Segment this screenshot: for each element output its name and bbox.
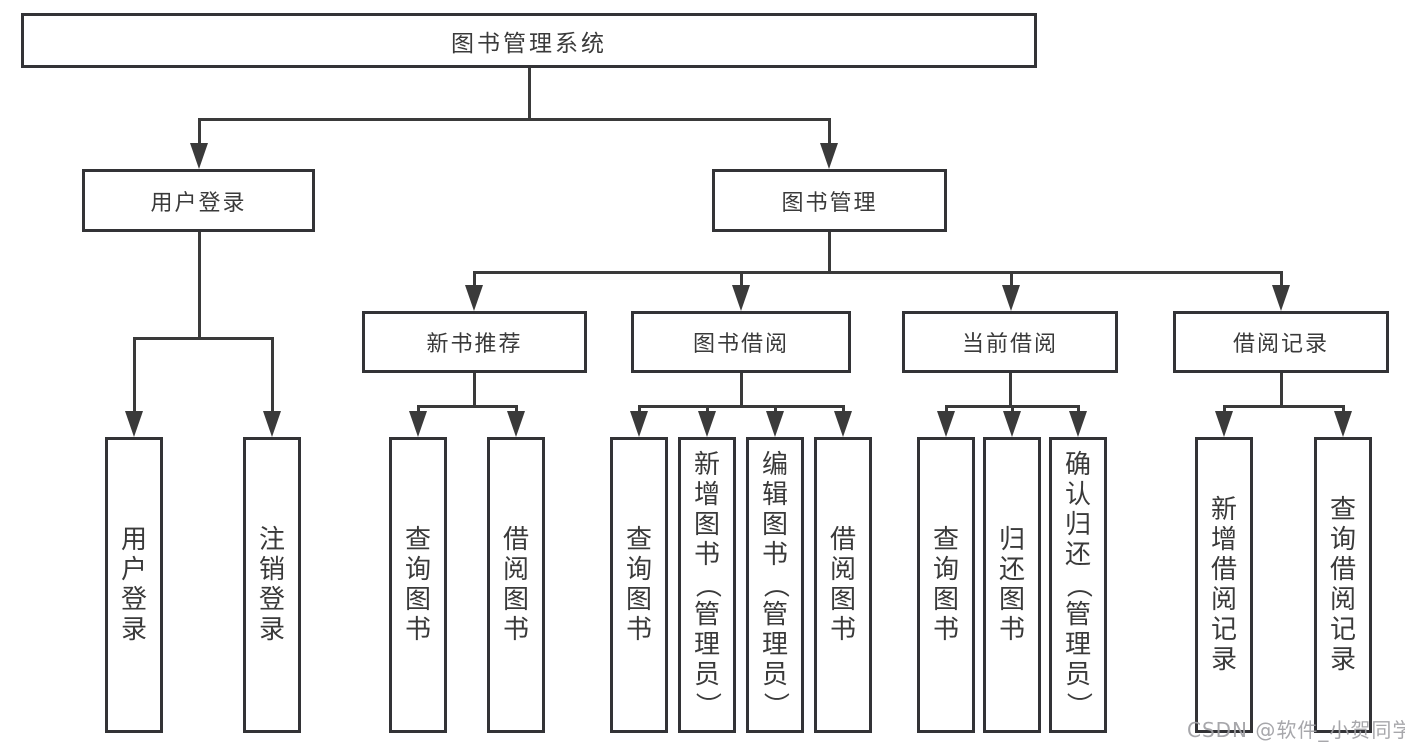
arrow-down-icon	[1002, 285, 1020, 311]
arrow-down-icon	[1334, 411, 1352, 437]
node-library-management-system: 图书管理系统	[21, 13, 1037, 68]
leaf-query-borrow-record: 查询借阅记录	[1314, 437, 1372, 733]
connector-line	[472, 373, 476, 405]
node-label: 查询图书	[932, 525, 959, 645]
leaf-edit-books-admin: 编辑图书（管理员）	[746, 437, 804, 733]
node-label: 图书借阅	[692, 332, 789, 357]
node-label: 查询借阅记录	[1329, 495, 1356, 675]
arrow-down-icon	[507, 411, 525, 437]
connector-line	[827, 118, 831, 146]
connector-line	[1222, 405, 1226, 415]
arrow-down-icon	[630, 411, 648, 437]
arrow-down-icon	[125, 411, 143, 437]
arrow-down-icon	[698, 411, 716, 437]
node-label: 当前借阅	[961, 332, 1058, 357]
node-label: 借阅记录	[1232, 332, 1329, 357]
node-label: 注销登录	[258, 525, 285, 645]
connector-line	[514, 405, 518, 415]
connector-line	[1008, 373, 1012, 405]
node-book-borrowing: 图书借阅	[631, 311, 851, 373]
leaf-add-books-admin: 新增图书（管理员）	[678, 437, 736, 733]
node-label: 查询图书	[404, 525, 431, 645]
connector-line	[1076, 405, 1080, 415]
node-label: 图书管理系统	[451, 30, 607, 57]
connector-line	[527, 68, 531, 118]
connector-line	[197, 118, 831, 121]
connector-line	[637, 405, 845, 408]
arrow-down-icon	[937, 411, 955, 437]
node-label: 借阅图书	[829, 525, 856, 645]
connector-line	[637, 405, 641, 415]
node-label: 新增借阅记录	[1210, 495, 1237, 675]
node-book-management: 图书管理	[712, 169, 947, 232]
connector-line	[827, 232, 831, 271]
leaf-user-login: 用户登录	[105, 437, 163, 733]
arrow-down-icon	[465, 285, 483, 311]
arrow-down-icon	[409, 411, 427, 437]
leaf-query-books-borrowing: 查询图书	[610, 437, 668, 733]
connector-line	[416, 405, 420, 415]
connector-line	[739, 373, 743, 405]
connector-line	[1010, 405, 1014, 415]
leaf-confirm-return-admin: 确认归还（管理员）	[1049, 437, 1107, 733]
node-label: 归还图书	[998, 525, 1025, 645]
connector-line	[1222, 405, 1345, 408]
arrow-down-icon	[732, 285, 750, 311]
node-label: 用户登录	[120, 525, 147, 645]
arrow-down-icon	[1272, 285, 1290, 311]
connector-line	[472, 271, 476, 287]
node-user-login: 用户登录	[82, 169, 315, 232]
node-label: 确认归还（管理员）	[1063, 450, 1093, 718]
arrow-down-icon	[1215, 411, 1233, 437]
connector-line	[270, 337, 274, 413]
node-new-book-recommendation: 新书推荐	[362, 311, 587, 373]
node-label: 借阅图书	[502, 525, 529, 645]
node-borrowing-records: 借阅记录	[1173, 311, 1389, 373]
leaf-borrow-books-borrowing: 借阅图书	[814, 437, 872, 733]
leaf-logout: 注销登录	[243, 437, 301, 733]
connector-line	[416, 405, 518, 408]
connector-line	[197, 232, 201, 337]
leaf-query-books-recommend: 查询图书	[389, 437, 447, 733]
leaf-query-books-current: 查询图书	[917, 437, 975, 733]
node-label: 图书管理	[781, 190, 878, 216]
arrow-down-icon	[190, 143, 208, 169]
arrow-down-icon	[263, 411, 281, 437]
arrow-down-icon	[834, 411, 852, 437]
connector-line	[472, 271, 1283, 274]
connector-line	[197, 118, 201, 146]
node-label: 编辑图书（管理员）	[760, 450, 790, 718]
arrow-down-icon	[766, 411, 784, 437]
node-label: 用户登录	[150, 190, 247, 216]
node-label: 查询图书	[625, 525, 652, 645]
connector-line	[1009, 271, 1013, 287]
connector-line	[841, 405, 845, 415]
connector-line	[132, 337, 136, 413]
leaf-add-borrow-record: 新增借阅记录	[1195, 437, 1253, 733]
connector-line	[705, 405, 709, 415]
connector-line	[739, 271, 743, 287]
watermark: CSDN @软件_小贺同学	[1187, 718, 1405, 742]
arrow-down-icon	[820, 143, 838, 169]
connector-line	[944, 405, 948, 415]
arrow-down-icon	[1069, 411, 1087, 437]
connector-line	[773, 405, 777, 415]
node-current-borrowing: 当前借阅	[902, 311, 1118, 373]
connector-line	[1341, 405, 1345, 415]
connector-line	[1279, 271, 1283, 287]
arrow-down-icon	[1003, 411, 1021, 437]
leaf-return-books: 归还图书	[983, 437, 1041, 733]
leaf-borrow-books-recommend: 借阅图书	[487, 437, 545, 733]
connector-line	[132, 337, 274, 340]
connector-line	[1279, 373, 1283, 405]
node-label: 新增图书（管理员）	[692, 450, 722, 718]
node-label: 新书推荐	[426, 332, 523, 357]
